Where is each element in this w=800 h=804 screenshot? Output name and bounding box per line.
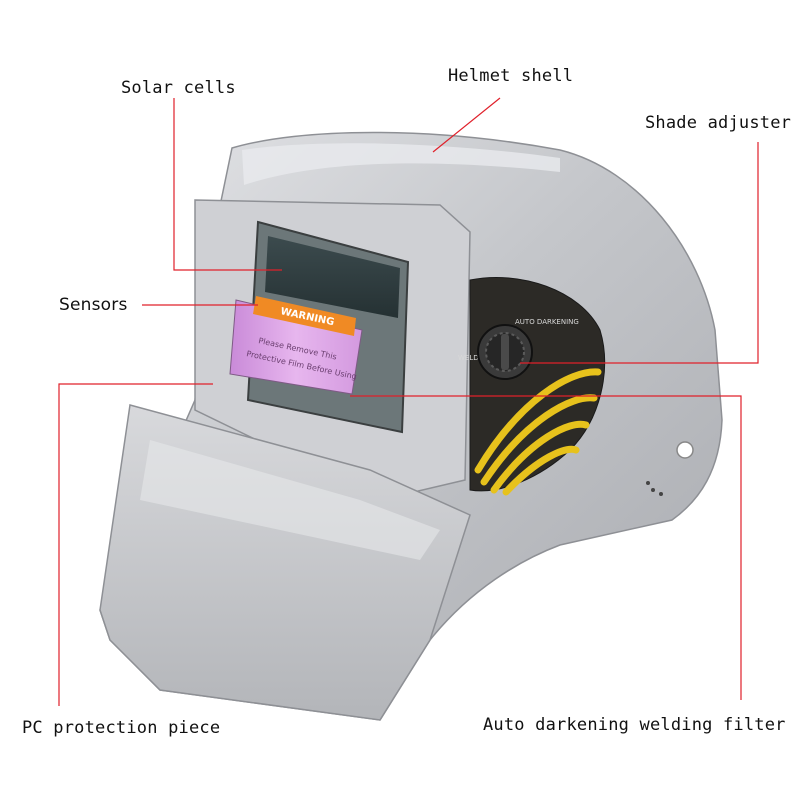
leader-helmet-shell (432, 97, 501, 153)
leader-solar-cells (173, 98, 282, 271)
panel-text-top: AUTO DARKENING (515, 318, 579, 326)
label-pc-protection-piece: PC protection piece (22, 718, 221, 738)
label-helmet-shell: Helmet shell (448, 66, 574, 86)
panel-text-side: WELDING (458, 354, 491, 362)
helmet-top-ridge (242, 143, 560, 185)
label-sensors: Sensors (59, 295, 128, 315)
vent-holes (646, 481, 663, 496)
decorative-yellow-stripes (474, 368, 602, 496)
side-pivot-hole (676, 441, 694, 459)
label-solar-cells: Solar cells (121, 78, 236, 98)
leader-filter (350, 395, 742, 700)
chin-guard-highlight (140, 440, 440, 560)
shade-adjuster-knob (477, 324, 533, 380)
leader-shade-adjuster (520, 142, 759, 364)
leader-pc-protection (58, 383, 213, 706)
label-shade-adjuster: Shade adjuster (645, 113, 792, 133)
solar-cells-panel (265, 236, 400, 318)
label-auto-darkening-filter: Auto darkening welding filter (483, 715, 786, 735)
leader-lines (58, 97, 759, 706)
warning-sticker (253, 296, 356, 336)
